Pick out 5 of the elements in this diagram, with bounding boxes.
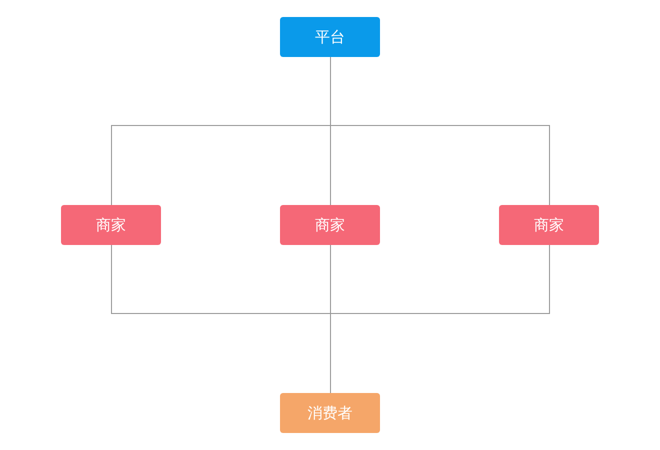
process-box: 商家 — [61, 205, 161, 245]
process-box: 商家 — [280, 205, 380, 245]
process-box: 平台 — [280, 17, 380, 57]
process-box: 消费者 — [280, 393, 380, 433]
process-box: 商家 — [499, 205, 599, 245]
